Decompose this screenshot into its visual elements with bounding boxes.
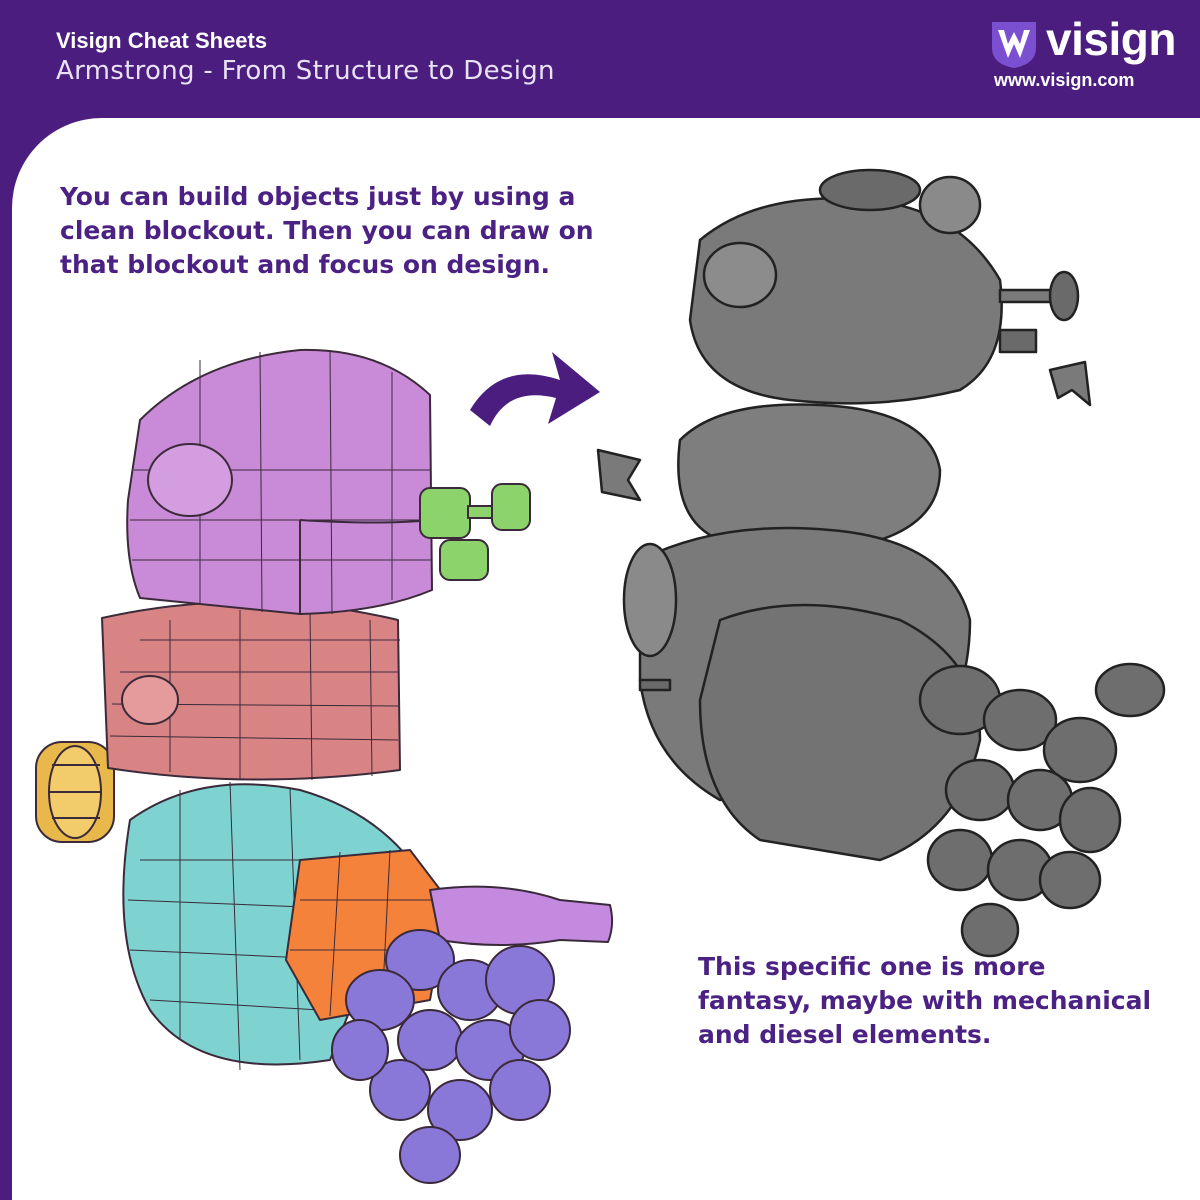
magenta-shoulder-block <box>126 348 433 615</box>
page-title: Armstrong - From Structure to Design <box>56 56 555 86</box>
rendered-mech-arm-illustration <box>596 168 1166 958</box>
curved-arrow-icon <box>470 352 600 426</box>
green-knob-blocks <box>419 483 531 581</box>
red-elbow-block <box>101 601 401 781</box>
visign-logo-icon <box>992 22 1036 68</box>
violet-hand-block <box>331 929 571 1184</box>
violet-thumb-block <box>429 885 614 946</box>
yellow-cylinder-block <box>35 741 115 843</box>
logo-wordmark: visign <box>1046 13 1176 65</box>
intro-text: You can build objects just by using a cl… <box>60 182 594 279</box>
website-link[interactable]: www.visign.com <box>994 70 1135 90</box>
visign-logo[interactable]: visign www.visign.com <box>988 13 1178 96</box>
header-bar: Visign Cheat Sheets Armstrong - From Str… <box>0 0 1200 120</box>
outro-text: This specific one is more fantasy, maybe… <box>698 952 1152 1049</box>
series-title: Visign Cheat Sheets <box>56 28 268 53</box>
